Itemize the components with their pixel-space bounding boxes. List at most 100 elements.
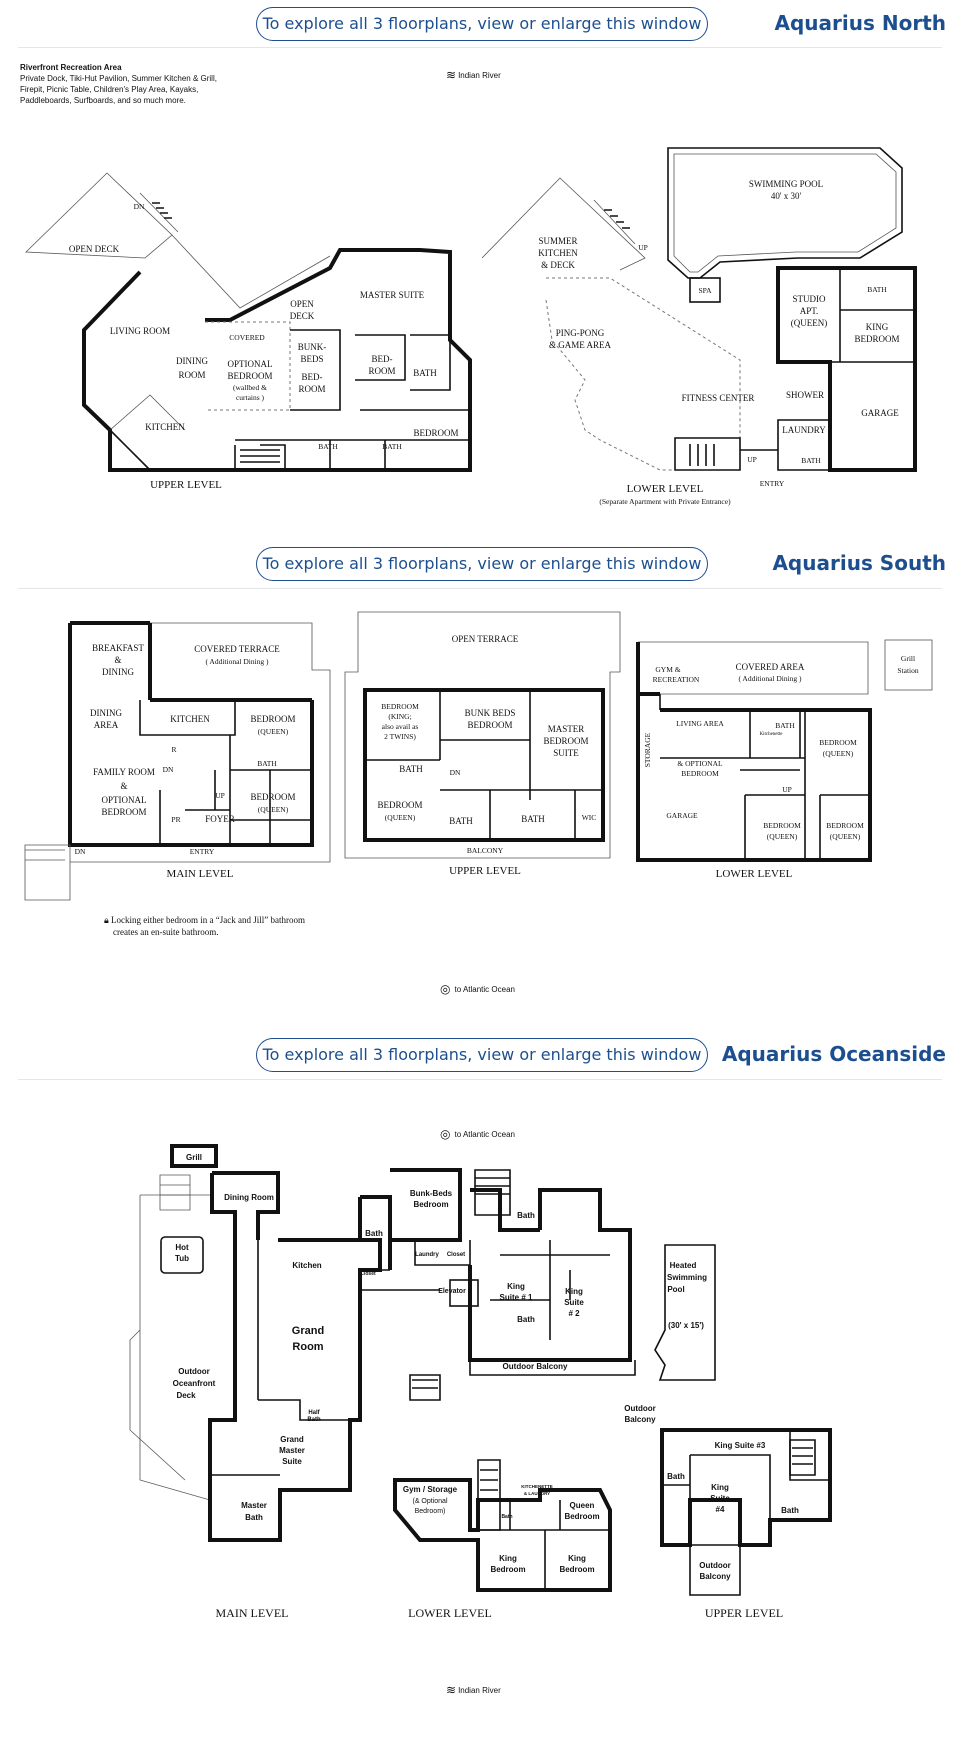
room-label: Bath — [501, 1514, 512, 1520]
entry-stair — [24, 844, 71, 901]
bath-walls — [230, 770, 312, 845]
aquarius-north-title: Aquarius North — [774, 11, 947, 35]
room-label: SWIMMING POOL — [749, 179, 823, 189]
room-label: Bath — [365, 1229, 383, 1238]
level-note: (Separate Apartment with Private Entranc… — [599, 497, 731, 506]
room-label: KITCHEN — [145, 422, 185, 432]
room-label: Suite — [710, 1494, 730, 1503]
side-stair — [409, 1374, 441, 1401]
room-label: BEDROOM — [101, 807, 146, 817]
aquarius-oceanside-title: Aquarius Oceanside — [721, 1042, 946, 1066]
room-label: BUNK BEDS — [465, 708, 516, 718]
room-label: (QUEEN) — [385, 813, 416, 822]
interior-walls — [139, 700, 312, 845]
room-label: Half — [308, 1410, 320, 1416]
entry-stair — [674, 437, 741, 471]
stair-treads — [689, 444, 715, 466]
note-line: creates an en-suite bathroom. — [113, 927, 219, 937]
room-label: DINING — [102, 667, 134, 677]
room-label: Outdoor — [624, 1404, 656, 1413]
room-label: Bath — [307, 1417, 321, 1423]
room-label: Elevator — [438, 1288, 466, 1295]
room-label: BATH — [413, 368, 437, 378]
room-label: Balcony — [624, 1415, 656, 1424]
oceanside-upper-level-plan: Outdoor Balcony King Suite #3 Bath King … — [624, 1404, 832, 1620]
room-label: ROOM — [298, 384, 325, 394]
lower-partitions — [235, 409, 470, 470]
interior-walls — [662, 1430, 830, 1520]
room-label: Bath — [517, 1315, 535, 1324]
room-label: Closet — [360, 1271, 376, 1277]
room-label: R — [171, 745, 176, 754]
suite-partitions — [490, 1240, 610, 1340]
bunk-wing-walls — [358, 1168, 462, 1270]
recreation-line: Private Dock, Tiki-Hut Pavilion, Summer … — [20, 74, 217, 83]
room-label: LIVING ROOM — [110, 326, 170, 336]
room-label: Kitchen — [292, 1261, 321, 1270]
upper-stair — [789, 1439, 816, 1476]
room-label: BED- — [302, 372, 323, 382]
kitchen-counter — [109, 429, 151, 471]
divider — [18, 47, 942, 48]
room-label: KING — [866, 322, 889, 332]
room-label: PR — [171, 815, 180, 824]
room-label: UP — [638, 243, 648, 252]
bunk-room-walls — [290, 329, 341, 411]
lower-level-walls — [393, 1478, 612, 1592]
room-label: & OPTIONAL — [677, 759, 723, 768]
room-label: Suite — [282, 1457, 302, 1466]
room-label: Dining Room — [224, 1193, 274, 1202]
room-label: Bunk-Beds — [410, 1189, 453, 1198]
room-label: ROOM — [368, 366, 395, 376]
room-label: ENTRY — [190, 847, 215, 856]
room-label: King — [565, 1287, 583, 1296]
room-label: Tub — [175, 1254, 189, 1263]
room-label: & LAUNDRY — [524, 1491, 550, 1496]
level-label: LOWER LEVEL — [408, 1606, 492, 1620]
covered-area-outline — [205, 321, 291, 411]
room-label: BEDROOM — [854, 334, 899, 344]
room-label: (QUEEN) — [823, 749, 854, 758]
room-label: (& Optional — [412, 1498, 447, 1505]
room-label: SUITE — [553, 748, 579, 758]
room-label: Deck — [176, 1391, 196, 1400]
studio-partitions — [778, 267, 915, 363]
laundry-walls — [740, 419, 831, 471]
level-label: MAIN LEVEL — [167, 868, 234, 880]
room-label: Master — [241, 1501, 267, 1510]
room-label: WIC — [582, 813, 597, 822]
level-label: UPPER LEVEL — [705, 1606, 783, 1620]
recreation-line: Firepit, Picnic Table, Children's Play A… — [20, 85, 199, 94]
room-label: 2 TWINS) — [384, 732, 416, 741]
room-label: Grill — [186, 1153, 202, 1162]
pool-outline — [667, 147, 903, 279]
room-label: OPEN TERRACE — [452, 634, 519, 644]
explore-floorplans-button-north[interactable]: To explore all 3 floorplans, view or enl… — [256, 7, 708, 41]
room-label: COVERED — [229, 333, 265, 342]
upper-level-walls — [363, 688, 605, 842]
interior-walls — [210, 1240, 440, 1476]
explore-floorplans-button-south[interactable]: To explore all 3 floorplans, view or enl… — [256, 547, 708, 581]
room-label: KITCHEN — [170, 714, 210, 724]
pool-coping — [673, 153, 897, 273]
room-label: OPEN DECK — [69, 244, 120, 254]
indian-river-compass: ≋ Indian River — [446, 1683, 501, 1697]
room-label: BEDROOM — [763, 821, 801, 830]
room-label: & GAME AREA — [549, 340, 612, 350]
explore-floorplans-button-oceanside[interactable]: To explore all 3 floorplans, view or enl… — [256, 1038, 708, 1072]
room-label: curtains ) — [236, 393, 265, 402]
recreation-area-title: Riverfront Recreation Area — [20, 63, 122, 72]
room-label: BUNK- — [298, 342, 327, 352]
compass-label: Indian River — [458, 1685, 501, 1695]
room-label: Suite # 1 — [500, 1293, 533, 1302]
room-label: FITNESS CENTER — [682, 393, 755, 403]
room-label: DINING — [176, 356, 208, 366]
room-label: Queen — [570, 1501, 595, 1510]
king-suites-walls — [468, 1188, 632, 1362]
room-label: Suite — [564, 1298, 584, 1307]
room-label: Master — [279, 1446, 305, 1455]
room-label: (QUEEN) — [830, 832, 861, 841]
room-label: FAMILY ROOM — [93, 767, 155, 777]
deck-railing — [171, 234, 331, 309]
